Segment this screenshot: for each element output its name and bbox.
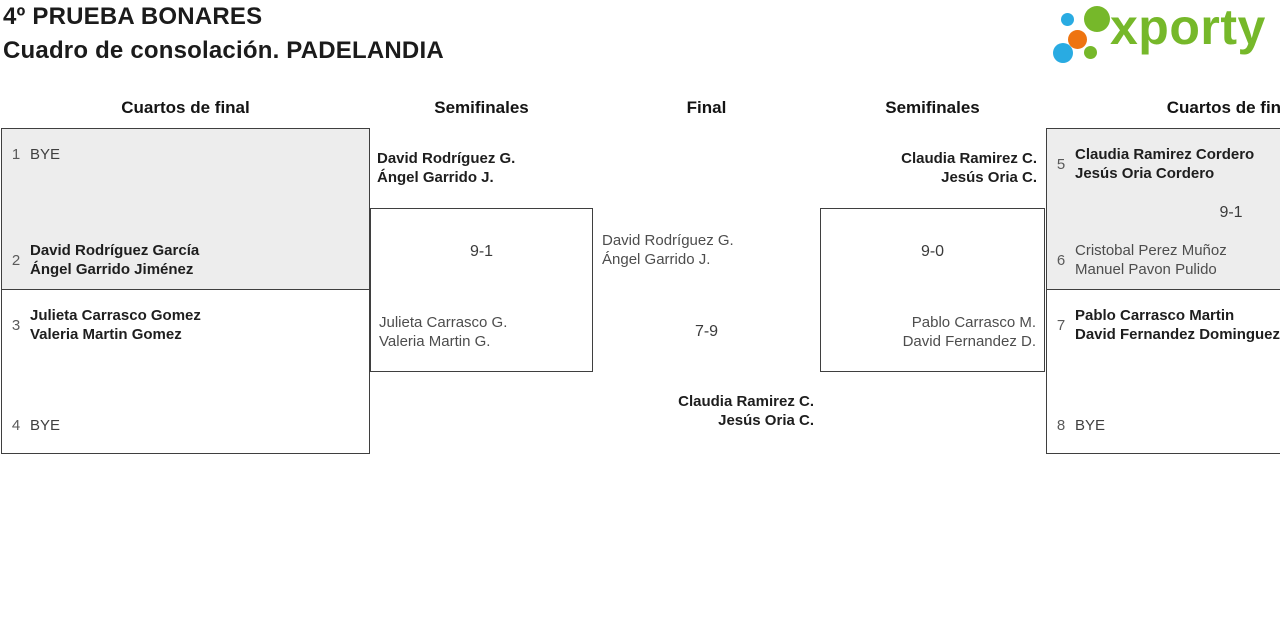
seed-number: 8 bbox=[1056, 417, 1066, 434]
seed-number: 3 bbox=[11, 316, 21, 334]
sf-right-winner[interactable]: Claudia Ramirez C. Jesús Oria C. bbox=[820, 149, 1037, 187]
team-perez-pavon[interactable]: Cristobal Perez Muñoz Manuel Pavon Pulid… bbox=[1075, 241, 1227, 279]
logo-dot-icon bbox=[1084, 46, 1097, 59]
logo-dot-icon bbox=[1084, 6, 1110, 32]
match-score: 9-1 bbox=[469, 243, 494, 260]
team-name-line: Jesús Oria C. bbox=[718, 412, 814, 429]
team-name-line: Ángel Garrido J. bbox=[602, 251, 711, 268]
final-champion[interactable]: Claudia Ramirez C. Jesús Oria C. bbox=[593, 392, 814, 430]
team-name-line: Claudia Ramirez C. bbox=[678, 393, 814, 410]
team-name-line: Manuel Pavon Pulido bbox=[1075, 261, 1217, 278]
team-rodriguez-garrido[interactable]: David Rodríguez García Ángel Garrido Jim… bbox=[30, 241, 199, 279]
team-name-line: David Rodríguez G. bbox=[377, 150, 516, 167]
bracket-slot-7: 7 Pablo Carrasco Martin David Fernandez … bbox=[1047, 306, 1280, 344]
seed-number: 4 bbox=[11, 417, 21, 434]
match-box-sf-left: 9-1 Julieta Carrasco G. Valeria Martin G… bbox=[370, 208, 593, 372]
team-carrasco-martin-short[interactable]: Julieta Carrasco G. Valeria Martin G. bbox=[379, 313, 507, 351]
round-header-quarterfinals-right: Cuartos de final bbox=[1166, 98, 1280, 117]
bracket-slot-3: 3 Julieta Carrasco Gomez Valeria Martin … bbox=[2, 306, 369, 344]
logo-wordmark: xporty bbox=[1110, 0, 1266, 55]
page-title-block: 4º PRUEBA BONARES Cuadro de consolación.… bbox=[3, 0, 444, 68]
bracket-slot-5: 5 Claudia Ramirez Cordero Jesús Oria Cor… bbox=[1047, 145, 1280, 183]
team-name-line: David Fernandez D. bbox=[902, 333, 1036, 350]
round-header-quarterfinals-left: Cuartos de final bbox=[121, 98, 250, 117]
team-name-line: Julieta Carrasco Gomez bbox=[30, 307, 201, 324]
seed-number: 6 bbox=[1056, 251, 1066, 269]
team-bye: BYE bbox=[30, 145, 60, 164]
team-name-line: Valeria Martin G. bbox=[379, 333, 491, 350]
team-carrasco-martin-gomez[interactable]: Julieta Carrasco Gomez Valeria Martin Go… bbox=[30, 306, 201, 344]
round-header-semifinals-right: Semifinales bbox=[885, 98, 980, 117]
match-box-qf-right-bottom: 7 Pablo Carrasco Martin David Fernandez … bbox=[1046, 289, 1280, 454]
team-name-line: David Fernandez Dominguez bbox=[1075, 326, 1280, 343]
bracket-slot-sf-right-loser: Pablo Carrasco M. David Fernandez D. bbox=[821, 313, 1044, 351]
team-name-line: Jesús Oria C. bbox=[941, 169, 1037, 186]
match-box-qf-right-top: 5 Claudia Ramirez Cordero Jesús Oria Cor… bbox=[1046, 128, 1280, 290]
bracket-slot-4: 4 BYE bbox=[2, 416, 369, 435]
page-title: 4º PRUEBA BONARES bbox=[3, 3, 263, 30]
team-bye: BYE bbox=[30, 416, 60, 435]
round-header-final: Final bbox=[686, 98, 727, 117]
logo-dot-icon bbox=[1053, 43, 1073, 63]
team-carrasco-fernandez-short[interactable]: Pablo Carrasco M. David Fernandez D. bbox=[903, 313, 1036, 351]
team-name-line: Pablo Carrasco Martin bbox=[1075, 307, 1235, 324]
match-box-sf-right: 9-0 Pablo Carrasco M. David Fernandez D. bbox=[820, 208, 1045, 372]
team-name-line: David Rodríguez G. bbox=[602, 232, 734, 249]
seed-number: 2 bbox=[11, 251, 21, 269]
team-name-line: Valeria Martin Gomez bbox=[30, 326, 182, 343]
team-name-line: BYE bbox=[30, 417, 61, 434]
match-box-qf-left-top: 1 BYE 2 David Rodríguez García Ángel Gar… bbox=[1, 128, 370, 290]
team-carrasco-fernandez[interactable]: Pablo Carrasco Martin David Fernandez Do… bbox=[1075, 306, 1280, 344]
team-name-line: Ángel Garrido Jiménez bbox=[30, 261, 194, 278]
logo-dot-icon bbox=[1068, 30, 1087, 49]
seed-number: 5 bbox=[1056, 155, 1066, 173]
xporty-logo[interactable]: xporty bbox=[0, 0, 1280, 75]
team-name-line: Claudia Ramirez Cordero bbox=[1075, 146, 1255, 163]
final-left-finalist[interactable]: David Rodríguez G. Ángel Garrido J. bbox=[602, 231, 734, 269]
team-name-line: BYE bbox=[30, 146, 61, 163]
team-name-line: Jesús Oria Cordero bbox=[1075, 165, 1215, 182]
team-name-line: Cristobal Perez Muñoz bbox=[1075, 242, 1227, 259]
match-score: 9-0 bbox=[920, 243, 945, 260]
seed-number: 1 bbox=[11, 146, 21, 163]
round-header-semifinals-left: Semifinales bbox=[434, 98, 529, 117]
team-name-line: Ángel Garrido J. bbox=[377, 169, 494, 186]
team-name-line: Claudia Ramirez C. bbox=[901, 150, 1037, 167]
match-score: 9-1 bbox=[1219, 203, 1243, 221]
team-name-line: BYE bbox=[1075, 417, 1106, 434]
match-box-qf-left-bottom: 3 Julieta Carrasco Gomez Valeria Martin … bbox=[1, 289, 370, 454]
bracket-slot-1: 1 BYE bbox=[2, 145, 369, 164]
logo-dot-icon bbox=[1061, 13, 1074, 26]
final-score: 7-9 bbox=[694, 323, 719, 340]
team-name-line: Julieta Carrasco G. bbox=[379, 314, 508, 331]
bracket-slot-8: 8 BYE bbox=[1047, 416, 1280, 435]
seed-number: 7 bbox=[1056, 316, 1066, 334]
team-name-line: Pablo Carrasco M. bbox=[911, 314, 1036, 331]
team-bye: BYE bbox=[1075, 416, 1105, 435]
page-subtitle: Cuadro de consolación. PADELANDIA bbox=[3, 37, 444, 64]
team-ramirez-oria[interactable]: Claudia Ramirez Cordero Jesús Oria Corde… bbox=[1075, 145, 1254, 183]
team-name-line: David Rodríguez García bbox=[30, 242, 200, 259]
bracket-slot-6: 6 Cristobal Perez Muñoz Manuel Pavon Pul… bbox=[1047, 241, 1280, 279]
bracket-slot-sf-left-loser: Julieta Carrasco G. Valeria Martin G. bbox=[371, 313, 592, 351]
bracket-slot-2: 2 David Rodríguez García Ángel Garrido J… bbox=[2, 241, 369, 279]
sf-left-winner[interactable]: David Rodríguez G. Ángel Garrido J. bbox=[377, 149, 515, 187]
